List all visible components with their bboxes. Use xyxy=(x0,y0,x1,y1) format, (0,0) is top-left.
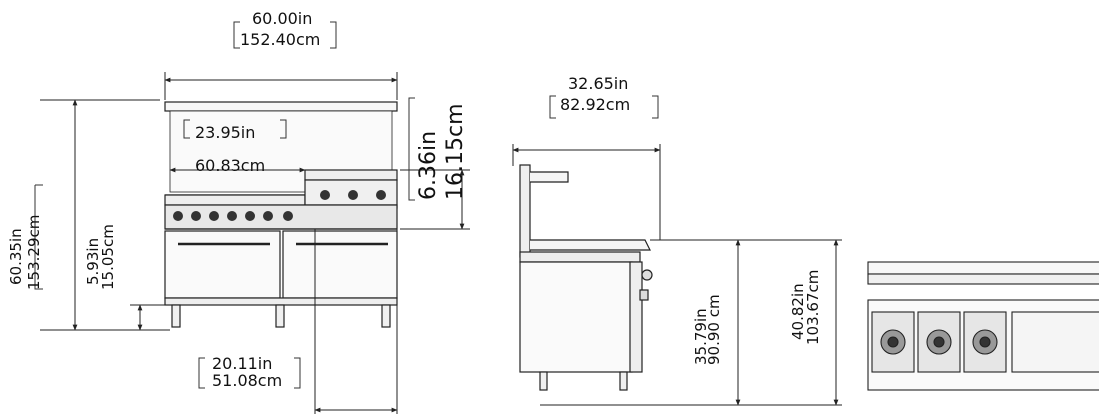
front-dimensions xyxy=(40,72,470,414)
oven-in-label: 20.11in xyxy=(212,354,273,373)
burner-grates xyxy=(871,311,1007,373)
work-height-cm-label: 90.90 cm xyxy=(705,294,723,365)
backsplash-in-label: 6.36in xyxy=(416,130,441,200)
label-brackets xyxy=(34,21,659,389)
side-view xyxy=(519,164,653,391)
height-cm-label: 153.29cm xyxy=(25,214,43,290)
height-in-label: 60.35in xyxy=(7,228,25,285)
backsplash-cm-label: 16.15cm xyxy=(443,103,468,200)
width-cm-label: 152.40cm xyxy=(240,30,321,49)
front-view xyxy=(164,101,398,328)
griddle-cm-label: 60.83cm xyxy=(195,156,266,175)
total-height-cm-label: 103.67cm xyxy=(804,269,822,345)
top-view xyxy=(867,261,1099,391)
width-in-label: 60.00in xyxy=(252,9,313,28)
depth-cm-label: 82.92cm xyxy=(560,95,631,114)
griddle-in-label: 23.95in xyxy=(195,123,256,142)
depth-in-label: 32.65in xyxy=(568,74,629,93)
side-dimensions xyxy=(512,144,842,406)
legs-cm-label: 15.05cm xyxy=(99,224,117,290)
oven-cm-label: 51.08cm xyxy=(212,371,283,390)
